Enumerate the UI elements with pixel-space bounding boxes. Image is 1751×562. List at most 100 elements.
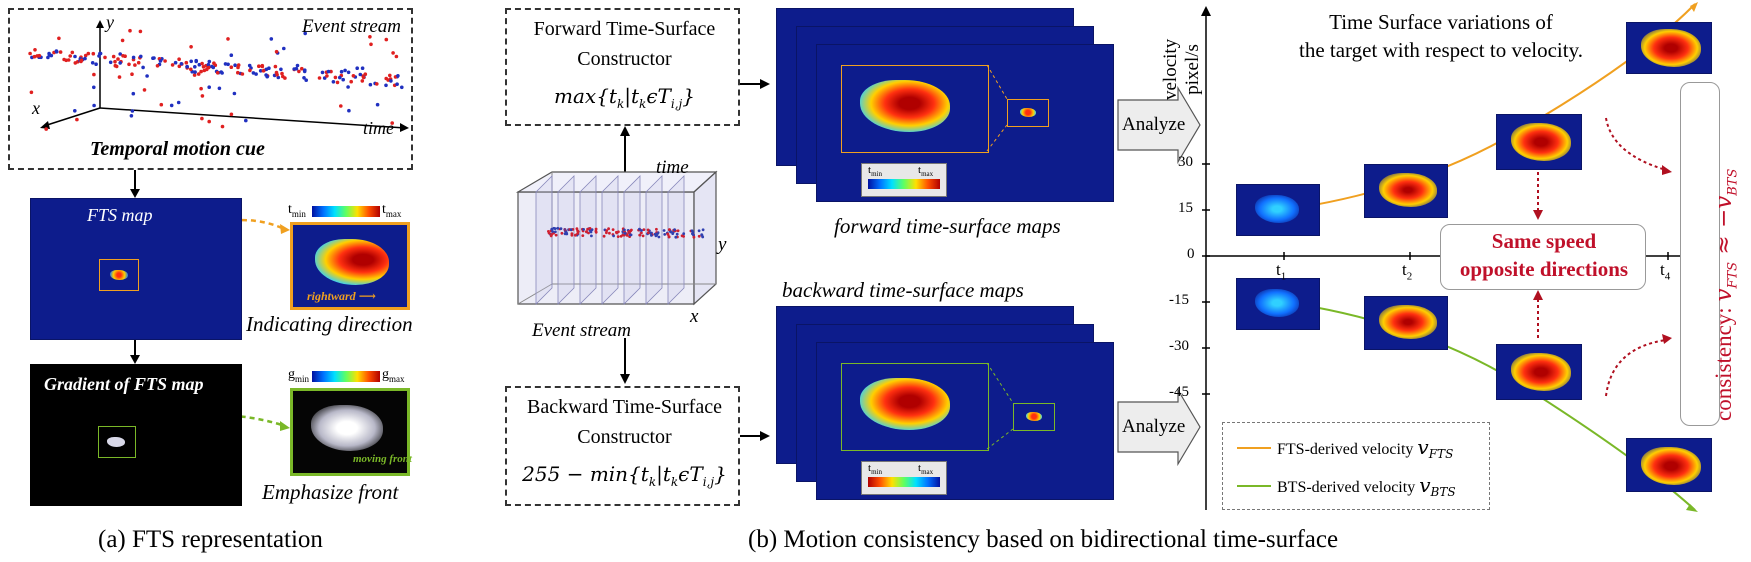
event-dot <box>68 54 72 58</box>
analyze-bottom: Analyze <box>1122 416 1186 437</box>
cube-event-dot <box>608 231 611 235</box>
xtick-t2: t2 <box>1402 260 1413 283</box>
event-dot <box>128 28 132 33</box>
event-dot <box>244 118 248 123</box>
backward-roi-box <box>1013 403 1055 431</box>
event-dot <box>118 52 122 56</box>
cube-event-dot <box>594 230 598 234</box>
event-dot <box>185 65 189 69</box>
cube-x-label: x <box>690 306 699 327</box>
event-dot <box>189 45 193 49</box>
backward-formula: 255 − min{tk|tkϵTi,j} <box>522 462 727 489</box>
event-dot <box>329 69 333 74</box>
cube-event-dot <box>649 231 652 235</box>
cube-event-dot <box>673 228 676 232</box>
cube-event-dot <box>586 227 589 231</box>
colorbar-gmin: gmin <box>288 367 310 384</box>
cube-event-dot <box>655 232 659 236</box>
event-dot <box>193 70 197 74</box>
cube-event-dot <box>621 233 625 237</box>
event-dot <box>360 79 365 83</box>
event-dot <box>207 119 211 124</box>
fts-thumb-4 <box>1626 22 1712 74</box>
event-dot <box>33 48 37 52</box>
event-dot <box>94 62 98 66</box>
event-dot <box>199 69 203 74</box>
gradient-roi-box <box>98 426 136 458</box>
event-dot <box>333 75 338 80</box>
event-dot <box>346 70 351 75</box>
event-dot <box>49 53 54 58</box>
event-dot <box>127 62 131 67</box>
event-dot <box>346 85 350 89</box>
event-dot <box>114 64 119 69</box>
cube-event-dot <box>669 230 673 234</box>
event-dot <box>117 75 122 79</box>
forward-constructor-line2: Constructor <box>577 48 672 70</box>
event-dot <box>118 61 122 65</box>
cube-event-dot <box>547 231 551 235</box>
xtick-t1: t1 <box>1276 260 1287 283</box>
event-dot <box>232 91 237 96</box>
event-dot <box>297 69 301 74</box>
cube-event-dot <box>575 227 579 231</box>
cube-event-dot <box>623 232 627 235</box>
cube-event-dot <box>654 234 658 238</box>
forward-constructor-line1: Forward Time-Surface <box>533 18 716 40</box>
event-dot <box>200 94 205 98</box>
cube-event-dot <box>638 233 642 237</box>
event-dot <box>200 116 204 121</box>
event-dot <box>215 71 220 75</box>
event-dot <box>368 35 372 39</box>
legend-bts-line <box>1237 485 1271 487</box>
cube-event-dot <box>667 228 671 232</box>
event-dot <box>142 88 147 92</box>
cube-event-dot <box>697 234 701 238</box>
event-dot <box>384 37 389 42</box>
event-dot <box>91 51 96 56</box>
cube-event-dot <box>582 228 585 231</box>
event-dot <box>240 72 245 76</box>
cube-slice <box>557 175 575 305</box>
rightward-label: rightward ⟶ <box>307 289 376 303</box>
cube-event-dot <box>646 231 650 235</box>
event-stream-plot <box>28 20 409 132</box>
event-dot <box>44 127 48 131</box>
cube-event-dot <box>623 228 626 232</box>
fts-map-label: FTS map <box>87 205 153 225</box>
event-dot <box>302 76 306 80</box>
event-dot <box>199 86 203 91</box>
cube-event-dot <box>560 231 564 235</box>
axis-y-label: y <box>106 12 114 32</box>
event-dot <box>369 42 373 47</box>
event-dot <box>28 51 32 56</box>
backward-colorbar: tmin tmax <box>861 461 947 495</box>
event-dot <box>145 74 149 78</box>
cube-event-dot <box>697 229 701 233</box>
event-dot <box>282 46 286 51</box>
event-dot <box>62 57 66 62</box>
event-dot <box>193 65 197 69</box>
event-dot <box>279 67 283 72</box>
event-dot <box>133 63 137 67</box>
event-dot <box>248 68 252 73</box>
event-dot <box>57 36 61 41</box>
backward-constructor-line1: Backward Time-Surface <box>527 396 722 418</box>
forward-roi-box <box>1007 99 1049 127</box>
event-dot <box>226 37 230 41</box>
event-dot <box>103 55 107 60</box>
event-dot <box>355 66 360 70</box>
cube-slice <box>535 175 553 305</box>
ylabel: velocity pixel/s <box>1160 38 1203 100</box>
gradient-map: Gradient of FTS map <box>30 364 242 506</box>
event-dot <box>111 54 116 59</box>
cube-event-dot <box>551 230 554 233</box>
event-dot <box>184 60 189 65</box>
event-dot <box>138 29 143 34</box>
event-dot <box>269 37 274 41</box>
event-dot <box>32 54 37 59</box>
fts-thumb-3 <box>1496 114 1582 170</box>
cube-event-dot <box>667 235 671 239</box>
event-dot <box>207 59 212 64</box>
cube-event-dot <box>701 235 705 239</box>
